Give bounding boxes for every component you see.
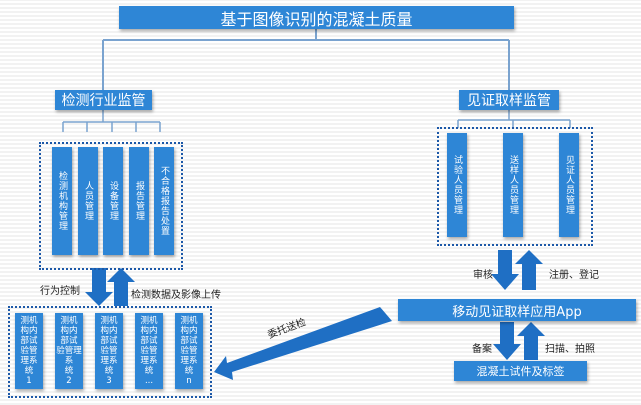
left-section-title: 检测行业监管 [55,90,152,110]
arrow-up-bottom [517,322,545,360]
label-behavior-control: 行为控制 [40,286,80,297]
left-tree-connector [62,110,161,132]
lab-system-4: 测机构内部试验管理系统... [135,313,163,389]
tree-connector [102,29,510,90]
left-item-equipment: 设备管理 [103,147,123,255]
label-register: 注册、登记 [549,270,599,281]
arrow-up-left [107,268,135,306]
left-item-report: 报告管理 [129,147,149,255]
right-item-sender: 送样人员管理 [503,133,523,237]
arrow-down-bottom [493,322,521,360]
label-filing: 备案 [472,344,492,355]
left-item-inspection-org: 检测机构管理 [52,147,72,255]
label-review: 审核 [473,270,493,281]
left-item-personnel: 人员管理 [78,147,98,255]
arrow-down-right [491,250,519,290]
arrow-down-left [85,268,113,306]
arrow-up-right [515,250,543,290]
label-scan: 扫描、拍照 [545,344,595,355]
label-upload: 检测数据及影像上传 [131,290,221,301]
arrow-entrust [214,307,392,380]
right-tree-connector [457,110,571,128]
concrete-sample-box: 混凝土试件及标签 [454,361,587,381]
lab-systems-frame [8,306,212,398]
diagram-title: 基于图像识别的混凝土质量 [119,6,514,29]
left-item-nonconforming: 不合格报告处置 [154,147,174,255]
right-item-witness: 见证人员管理 [559,133,579,237]
left-group-frame [39,142,183,270]
mobile-app-box: 移动见证取样应用App [398,299,636,321]
right-item-tester: 试验人员管理 [447,133,467,237]
right-section-title: 见证取样监管 [459,90,559,110]
right-group-frame [437,127,593,246]
